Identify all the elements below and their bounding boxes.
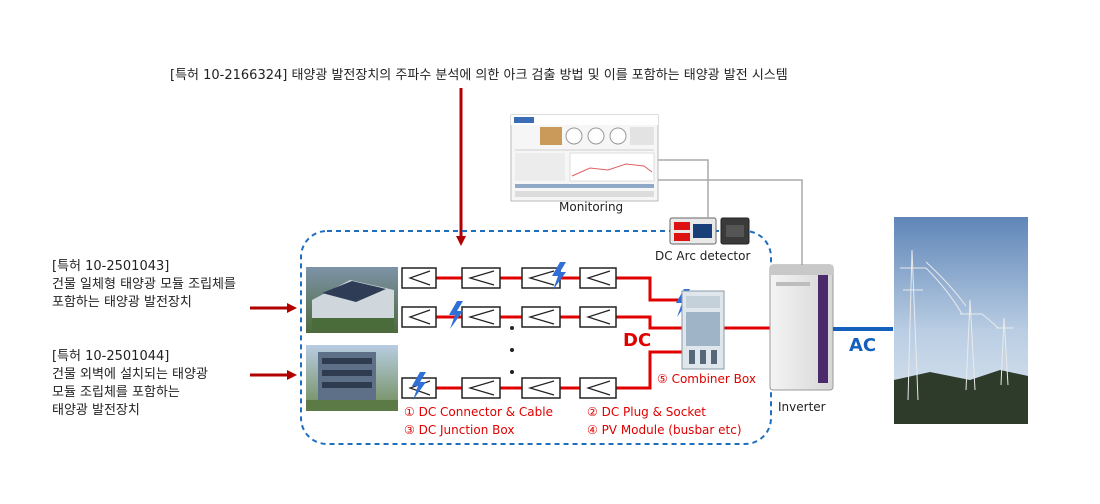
patent-2-line: 모듈 조립체를 포함하는 <box>52 385 180 400</box>
dc-connector-cable-label: ① DC Connector & Cable <box>404 405 553 419</box>
patent-1-line: 포함하는 태양광 발전장치 <box>52 295 192 310</box>
power-grid-photo <box>894 217 1028 424</box>
patent-2-line: 건물 외벽에 설치되는 태양광 <box>52 367 208 382</box>
dc-junction-box-label: ③ DC Junction Box <box>404 423 515 437</box>
building-rooftop-photo <box>306 267 398 333</box>
arc-lightning-icon <box>552 262 566 290</box>
arc-lightning-icon <box>412 372 426 400</box>
dc-arc-detector-label: DC Arc detector <box>655 249 751 263</box>
pv-string-3 <box>401 377 617 399</box>
pv-string-2 <box>401 306 617 328</box>
ac-label: AC <box>849 335 877 356</box>
building-facade-photo <box>306 345 398 411</box>
dc-label: DC <box>623 330 652 351</box>
page-title: [특허 10-2166324] 태양광 발전장치의 주파수 분석에 의한 아크 … <box>170 68 788 83</box>
pv-module <box>579 306 617 328</box>
pv-module <box>461 306 501 328</box>
patent-1-line: 건물 일체형 태양광 모듈 조립체를 <box>52 277 236 292</box>
pv-module-busbar-label: ④ PV Module (busbar etc) <box>587 423 742 437</box>
dc-plug-socket-label: ② DC Plug & Socket <box>587 405 706 419</box>
dc-arc-detector-device <box>669 217 750 245</box>
inverter-label: Inverter <box>778 400 826 414</box>
pv-module <box>579 267 617 289</box>
pv-module <box>461 267 501 289</box>
monitoring-links <box>658 159 803 265</box>
patent-1-line: [특허 10-2501043] <box>52 259 170 274</box>
pv-module <box>521 306 561 328</box>
pv-module <box>401 306 437 328</box>
pv-module <box>521 377 561 399</box>
system-boundary <box>300 230 772 445</box>
arc-lightning-icon <box>449 301 463 329</box>
combiner-box <box>681 290 725 370</box>
ellipsis-dots <box>510 326 514 374</box>
inverter-unit <box>769 264 834 391</box>
monitoring-label: Monitoring <box>559 200 624 214</box>
pv-module <box>521 267 561 289</box>
pv-string-1 <box>401 267 617 289</box>
combiner-box-label: ⑤ Combiner Box <box>657 372 756 386</box>
patent-1-text: [특허 10-2501043] 건물 일체형 태양광 모듈 조립체를 포함하는 … <box>52 258 236 312</box>
patent-2-text: [특허 10-2501044] 건물 외벽에 설치되는 태양광 모듈 조립체를 … <box>52 348 208 420</box>
patent-2-line: 태양광 발전장치 <box>52 403 140 418</box>
monitoring-dashboard <box>510 114 659 202</box>
pv-module <box>401 267 437 289</box>
pv-module <box>579 377 617 399</box>
patent-2-line: [특허 10-2501044] <box>52 349 170 364</box>
pv-module <box>461 377 501 399</box>
